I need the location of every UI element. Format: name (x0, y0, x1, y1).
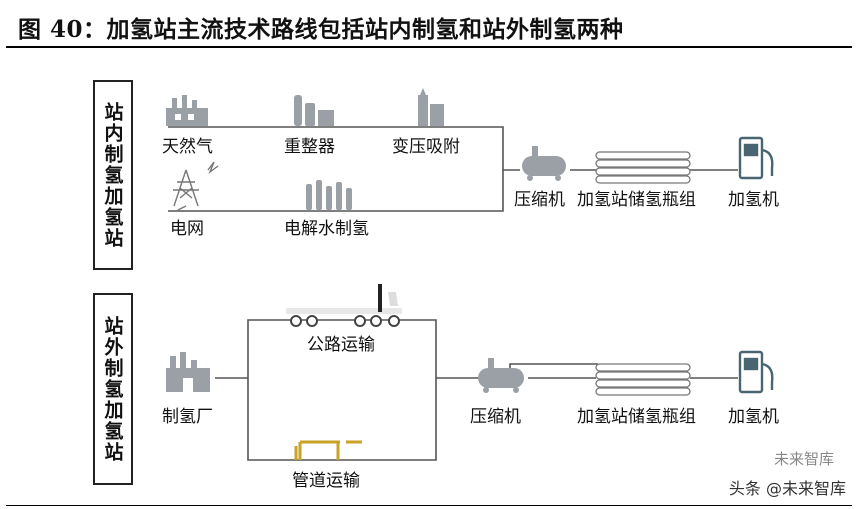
hydrogen-plant-icon (166, 352, 210, 392)
pipeline-transport-label: 管道运输 (292, 471, 360, 491)
reformer-icon (294, 95, 334, 126)
electrolysis-label: 电解水制氢 (284, 219, 369, 239)
offsite-storage-icon (595, 363, 691, 396)
offsite-station-box: 站外制氢加氢站 (93, 293, 133, 485)
onsite-storage-icon (595, 151, 691, 184)
electrolyzer-icon (306, 180, 352, 210)
plant-label: 制氢厂 (162, 407, 213, 427)
faded-watermark: 未来智库 (773, 450, 834, 468)
offsite-compressor-label: 压缩机 (470, 407, 521, 427)
onsite-dispenser-label: 加氢机 (728, 190, 779, 210)
offsite-dispenser-icon (738, 350, 774, 394)
road-truck-icon (286, 284, 402, 327)
offsite-road-loop (247, 319, 437, 378)
bottom-rule (6, 505, 852, 506)
onsite-station-label: 站内制氢加氢站 (101, 101, 124, 249)
onsite-compressor-icon (522, 146, 566, 181)
natural-gas-label: 天然气 (162, 137, 213, 157)
natural-gas-plant-icon (166, 95, 208, 126)
pipeline-icon (294, 440, 362, 460)
offsite-dispenser-label: 加氢机 (728, 407, 779, 427)
onsite-station-box: 站内制氢加氢站 (93, 80, 133, 270)
offsite-storage-label: 加氢站储氢瓶组 (577, 407, 696, 427)
road-transport-label: 公路运输 (307, 335, 375, 355)
psa-label: 变压吸附 (392, 137, 460, 157)
onsite-storage-label: 加氢站储氢瓶组 (577, 190, 696, 210)
title-rule (6, 46, 852, 48)
offsite-pressure-line (509, 363, 598, 372)
psa-unit-icon (418, 88, 444, 126)
offsite-pipe-loop (247, 378, 437, 461)
onsite-bottom-line (168, 170, 504, 212)
power-tower-icon (173, 161, 219, 211)
grid-label: 电网 (170, 219, 204, 239)
figure-title: 图 40：加氢站主流技术路线包括站内制氢和站外制氢两种 (18, 16, 624, 43)
offsite-compressor-icon (478, 358, 524, 393)
onsite-top-line (168, 126, 520, 171)
onsite-compressor-label: 压缩机 (514, 190, 565, 210)
reformer-label: 重整器 (284, 137, 335, 157)
source-watermark: 头条 @未来智库 (728, 479, 846, 498)
offsite-station-label: 站外制氢加氢站 (101, 315, 124, 463)
onsite-dispenser-icon (738, 136, 774, 180)
